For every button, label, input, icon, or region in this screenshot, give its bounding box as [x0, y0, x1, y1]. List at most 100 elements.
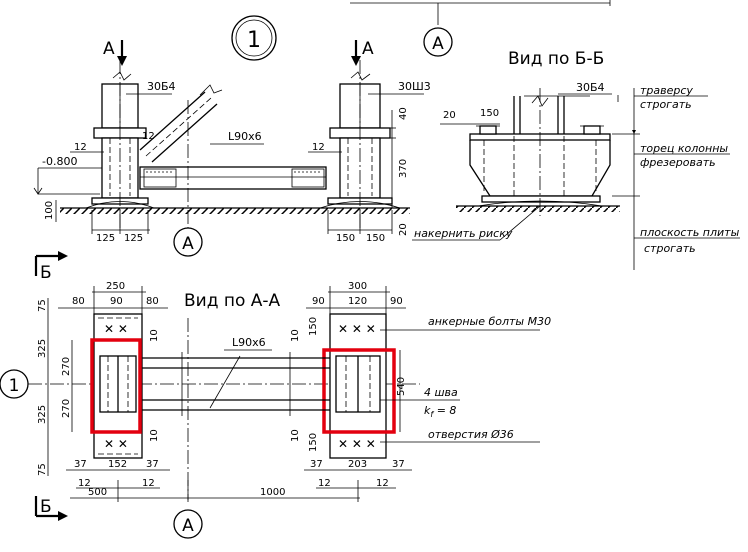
svg-text:4 шва: 4 шва — [424, 386, 458, 399]
svg-text:10: 10 — [149, 329, 160, 342]
svg-text:строгать: строгать — [640, 98, 692, 111]
circle-1-marker: 1 — [231, 15, 277, 61]
svg-text:37: 37 — [310, 459, 323, 470]
svg-text:75: 75 — [37, 299, 48, 312]
svg-text:строгать: строгать — [644, 242, 696, 255]
diagonal-brace — [139, 84, 223, 163]
svg-text:kf = 8: kf = 8 — [424, 404, 456, 419]
svg-text:125: 125 — [124, 233, 143, 244]
angle-label-top: L90x6 — [228, 130, 262, 143]
plan-left-dims: 75 325 270 270 325 75 — [37, 298, 73, 476]
svg-text:✕ ✕ ✕: ✕ ✕ ✕ — [338, 437, 376, 451]
right-base-plate-plan: ✕ ✕ ✕ ✕ ✕ ✕ — [329, 313, 387, 459]
section-b-mark-bottom: Б — [34, 496, 68, 521]
view-aa-title: Вид по А-А — [184, 291, 281, 311]
svg-text:325: 325 — [37, 339, 48, 358]
svg-text:40: 40 — [398, 107, 409, 120]
notes-plan: анкерные болты М30 4 шва kf = 8 отверсти… — [380, 315, 551, 443]
svg-text:150: 150 — [308, 433, 319, 452]
svg-text:100: 100 — [44, 201, 55, 220]
svg-text:270: 270 — [61, 357, 72, 376]
svg-text:250: 250 — [106, 281, 125, 292]
plan-top-dims-left: 250 80 90 80 — [58, 281, 168, 314]
svg-text:203: 203 — [348, 459, 367, 470]
svg-text:12: 12 — [318, 478, 331, 489]
svg-text:152: 152 — [108, 459, 127, 470]
top-axis-stub — [350, 0, 611, 25]
svg-text:125: 125 — [96, 233, 115, 244]
svg-text:12: 12 — [312, 142, 325, 153]
svg-text:-0.800: -0.800 — [42, 155, 77, 168]
svg-text:1: 1 — [9, 376, 20, 396]
svg-text:325: 325 — [37, 405, 48, 424]
svg-text:A: A — [362, 39, 374, 59]
svg-text:фрезеровать: фрезеровать — [640, 156, 716, 169]
svg-text:12: 12 — [142, 131, 155, 142]
highlight-right — [322, 348, 396, 434]
svg-text:12: 12 — [74, 142, 87, 153]
svg-text:✕ ✕ ✕: ✕ ✕ ✕ — [338, 322, 376, 336]
svg-text:A: A — [182, 516, 194, 536]
svg-text:150: 150 — [480, 108, 499, 119]
svg-text:12: 12 — [376, 478, 389, 489]
svg-text:10: 10 — [290, 329, 301, 342]
svg-text:90: 90 — [312, 296, 325, 307]
svg-text:150: 150 — [336, 233, 355, 244]
svg-text:37: 37 — [392, 459, 405, 470]
svg-text:20: 20 — [443, 110, 456, 121]
svg-text:12: 12 — [78, 478, 91, 489]
svg-text:траверсу: траверсу — [640, 84, 693, 97]
dims-left-bottom: 125 125 — [91, 210, 150, 244]
svg-text:1000: 1000 — [260, 487, 285, 498]
axis-a-bubble-right: A — [423, 27, 453, 57]
note-scribe: накернить риску — [412, 205, 541, 241]
svg-text:A: A — [432, 34, 444, 54]
svg-text:✕ ✕: ✕ ✕ — [104, 322, 128, 336]
dims-right-bottom: 150 150 — [327, 210, 393, 244]
svg-text:37: 37 — [146, 459, 159, 470]
svg-text:500: 500 — [88, 487, 107, 498]
svg-text:37: 37 — [74, 459, 87, 470]
svg-text:150: 150 — [366, 233, 385, 244]
svg-text:80: 80 — [146, 296, 159, 307]
svg-text:80: 80 — [72, 296, 85, 307]
dims-right-vertical: 40 370 20 — [382, 107, 409, 236]
svg-text:30Б4: 30Б4 — [576, 81, 605, 94]
svg-text:20: 20 — [398, 223, 409, 236]
svg-text:540: 540 — [396, 377, 407, 396]
svg-text:Б: Б — [40, 497, 52, 517]
ground-line — [60, 207, 410, 214]
elevation-mark: -0.800 — [33, 155, 102, 195]
section-a-right-mark: A — [351, 39, 374, 66]
svg-text:Б: Б — [40, 263, 52, 283]
axis-a-bubble-top: A — [173, 227, 203, 257]
left-base-plate-plan: ✕ ✕ ✕ ✕ — [93, 313, 143, 459]
svg-text:120: 120 — [348, 296, 367, 307]
svg-text:анкерные болты М30: анкерные болты М30 — [428, 315, 551, 328]
axis-a-bubble-bottom: A — [173, 509, 203, 539]
plan-bottom-dims: 37 152 37 37 203 37 12 12 12 12 500 1000 — [66, 459, 412, 502]
svg-text:накернить риску: накернить риску — [414, 227, 513, 240]
svg-text:370: 370 — [398, 159, 409, 178]
plan-struts — [142, 352, 330, 416]
svg-text:300: 300 — [348, 281, 367, 292]
right-column-elevation — [319, 60, 401, 230]
svg-text:12: 12 — [142, 478, 155, 489]
svg-text:90: 90 — [110, 296, 123, 307]
profile-left-label: 30Б4 — [147, 80, 176, 93]
highlight-left — [90, 338, 142, 434]
axis-1-bubble: 1 — [0, 369, 29, 399]
svg-text:150: 150 — [308, 317, 319, 336]
plan-top-dims-right: 300 90 120 90 — [306, 281, 406, 314]
profile-right-label: 30Ш3 — [398, 80, 431, 93]
svg-text:270: 270 — [61, 399, 72, 418]
svg-text:75: 75 — [37, 463, 48, 476]
svg-text:10: 10 — [149, 429, 160, 442]
svg-text:✕ ✕: ✕ ✕ — [104, 437, 128, 451]
svg-text:10: 10 — [290, 429, 301, 442]
svg-text:A: A — [103, 39, 115, 59]
angle-label-plan: L90x6 — [232, 336, 266, 349]
horizontal-strut — [139, 166, 327, 190]
section-a-left-mark: A — [103, 39, 127, 66]
